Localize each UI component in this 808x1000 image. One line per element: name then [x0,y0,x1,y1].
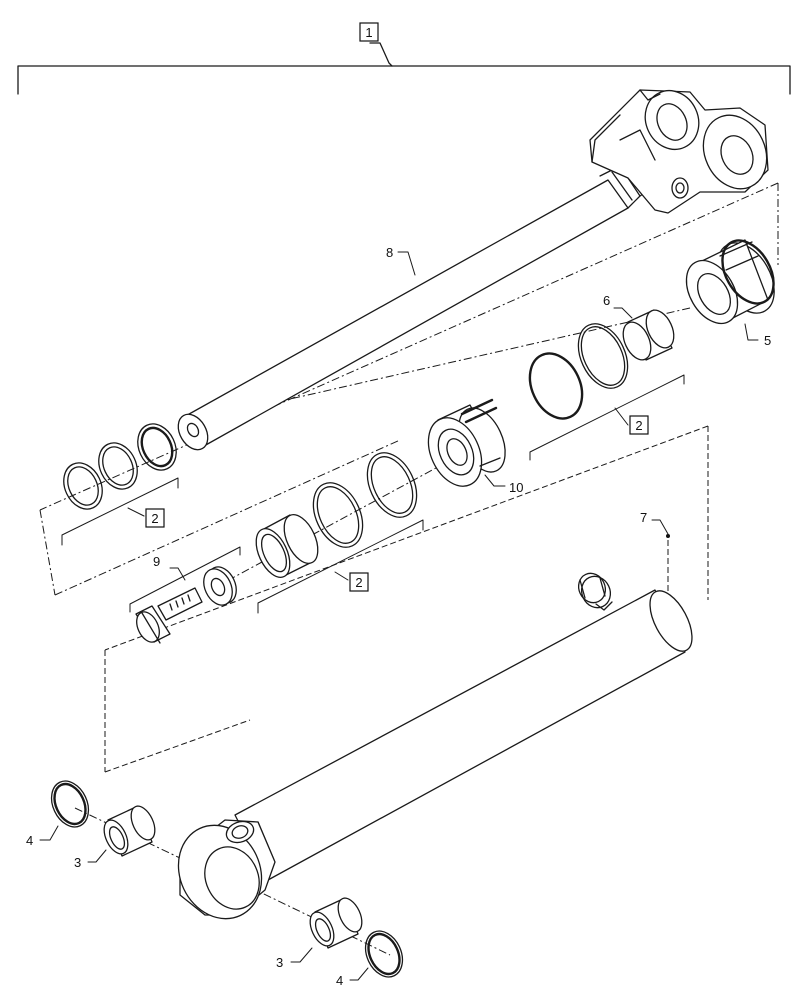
callout-2-left-label: 2 [151,511,158,526]
callout-9: 9 [153,554,160,569]
callout-4-bottom: 4 [336,967,369,988]
bushing-left [103,805,156,857]
gland [685,239,775,325]
rod-seal-rings [63,423,177,510]
callout-2-top-label: 2 [635,418,642,433]
callout-3-left-label: 3 [74,855,81,870]
callout-4-left-label: 4 [26,833,33,848]
callout-10-label: 10 [509,480,523,495]
piston-rod [177,161,647,451]
callout-4-left: 4 [26,825,59,848]
callout-3-bottom-label: 3 [276,955,283,970]
piston-seal-rings [255,452,418,578]
callout-2-top: 2 [629,415,649,435]
kit-bracket-top [529,374,685,461]
callout-2-mid: 2 [349,572,369,592]
callout-6-label: 6 [603,293,610,308]
callout-1-label: 1 [365,25,372,40]
callout-3-bottom: 3 [276,947,313,970]
callout-8-label: 8 [386,245,393,260]
callout-10: 10 [484,474,523,495]
callout-3-left: 3 [74,849,107,870]
callout-2-mid-label: 2 [355,575,362,590]
callout-4-bottom-label: 4 [336,973,343,988]
ring-bottom [364,930,404,978]
callout-2-left: 2 [145,508,165,528]
callout-7-label: 7 [640,510,647,525]
seal-rings-gland [528,323,629,420]
kit-bracket-bolt [129,546,241,613]
washer [203,566,237,606]
cylinder-base-eye [177,819,276,920]
callout-8: 8 [386,245,416,276]
grease-fitting-callout: 7 [640,510,670,538]
callout-5: 5 [744,323,771,348]
bushing-bottom [309,897,363,949]
callout-1: 1 [359,22,379,42]
piston [427,398,506,487]
wear-ring [622,309,675,361]
cylinder-barrel [234,572,693,881]
kit-bracket-mid [257,519,424,614]
assembly-bracket [17,42,791,95]
callout-5-label: 5 [764,333,771,348]
ring-left [50,780,90,828]
bolt [135,587,203,644]
callout-6: 6 [603,293,633,319]
kit-bracket-left [61,477,179,546]
callout-9-label: 9 [153,554,160,569]
rod-clevis [589,89,769,214]
